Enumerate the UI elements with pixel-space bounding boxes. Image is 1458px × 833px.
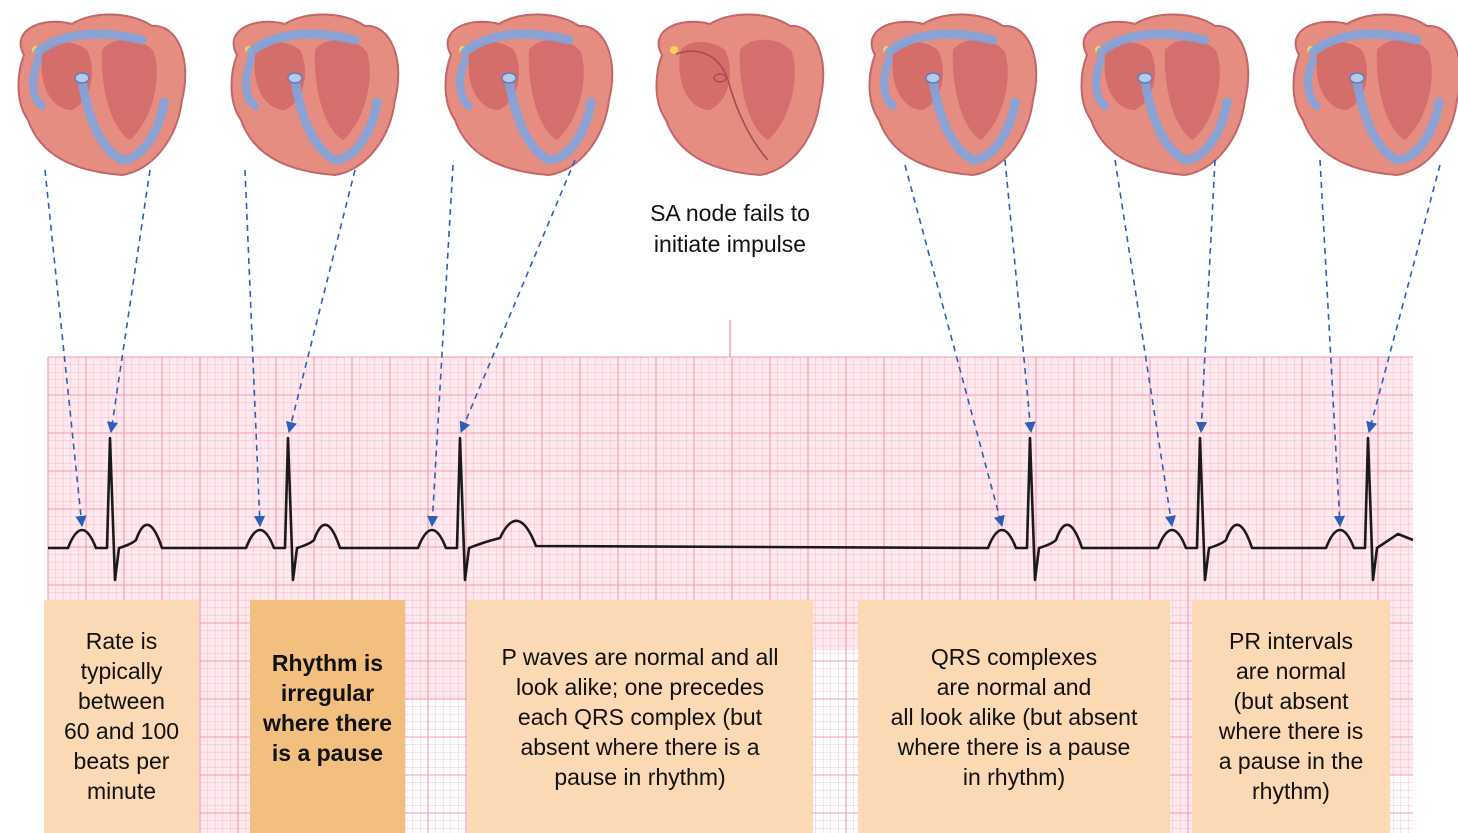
pr-interval-box: PR intervals are normal (but absent wher… — [1192, 600, 1390, 833]
heart-icon — [19, 14, 186, 175]
p-wave-box: P waves are normal and all look alike; o… — [467, 600, 813, 833]
sa-node — [670, 46, 678, 54]
rhythm-box: Rhythm is irregular where there is a pau… — [250, 600, 405, 833]
heart-illustrations — [19, 14, 1458, 175]
heart-resting-icon — [657, 14, 824, 175]
grid-gap-2 — [405, 600, 467, 700]
av-node — [75, 73, 89, 83]
av-node — [1350, 73, 1364, 83]
rate-box: Rate is typically between 60 and 100 bea… — [44, 600, 199, 833]
p-wave-text: P waves are normal and all look alike; o… — [502, 642, 779, 792]
av-node — [502, 73, 516, 83]
av-node — [288, 73, 302, 83]
heart-outline — [657, 14, 824, 175]
av-node — [1138, 73, 1152, 83]
heart-icon — [1294, 14, 1458, 175]
heart-icon — [870, 14, 1037, 175]
heart-icon — [232, 14, 399, 175]
av-node — [926, 73, 940, 83]
rhythm-text: Rhythm is irregular where there is a pau… — [263, 648, 392, 768]
pr-interval-text: PR intervals are normal (but absent wher… — [1219, 626, 1364, 806]
rate-text: Rate is typically between 60 and 100 bea… — [64, 626, 179, 806]
grid-gap-3 — [813, 600, 858, 650]
qrs-box: QRS complexes are normal and all look al… — [858, 600, 1170, 833]
qrs-text: QRS complexes are normal and all look al… — [891, 642, 1138, 792]
heart-icon — [1082, 14, 1249, 175]
pause-caption: SA node fails to initiate impulse — [600, 198, 860, 260]
heart-icon — [446, 14, 613, 175]
